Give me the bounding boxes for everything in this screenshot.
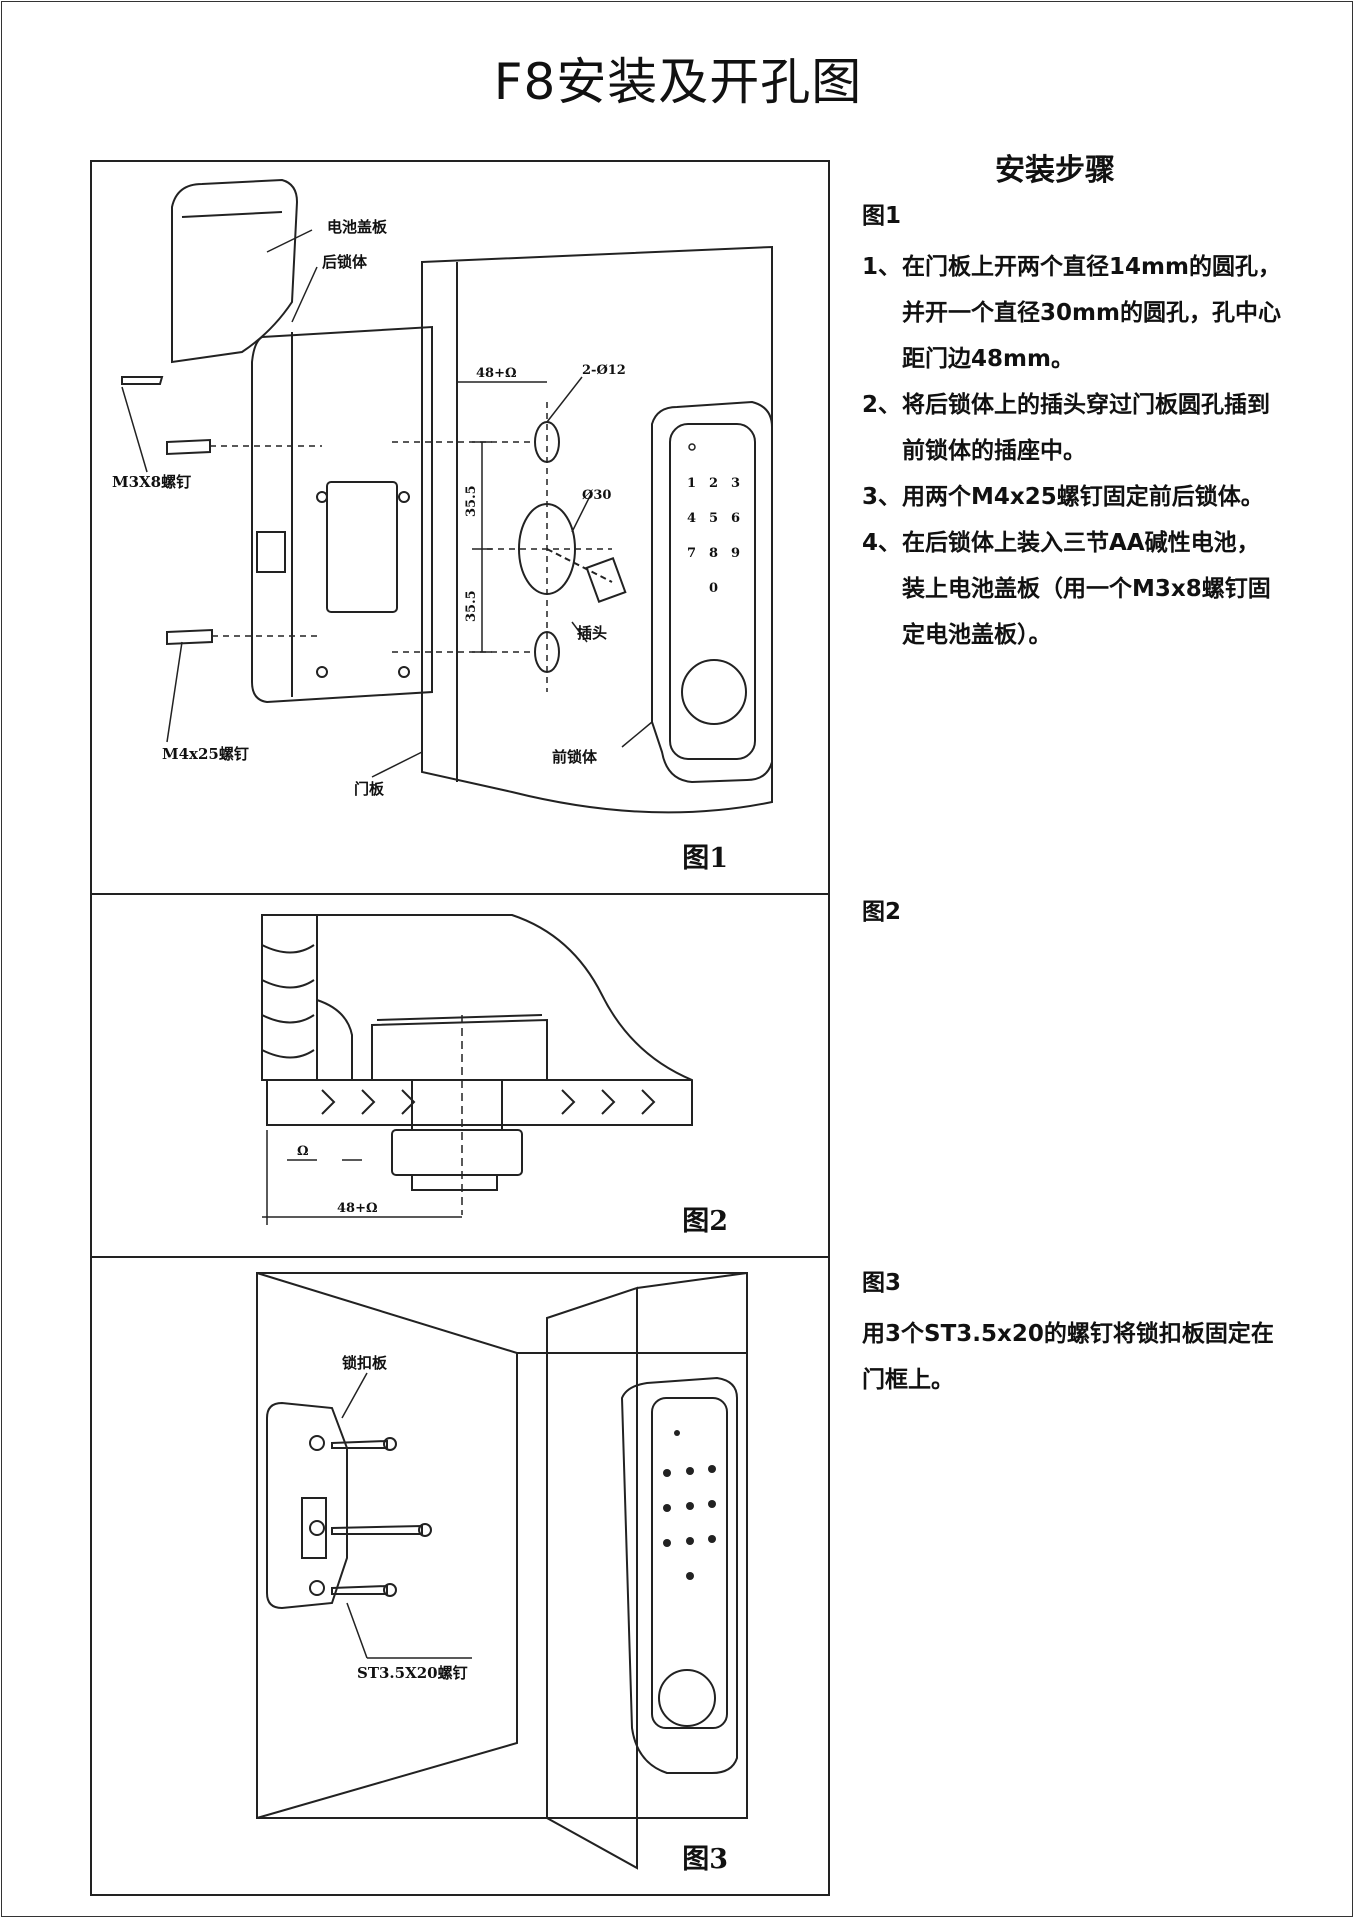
battery-cover-shape [171, 178, 299, 364]
rear-lock-shape [251, 325, 433, 704]
step-number: 4、 [862, 530, 902, 556]
figure-2-instructions: 图2 [862, 892, 1282, 940]
dim-30: Ø30 [582, 488, 611, 503]
step-text: 将后锁体上的插头穿过门板圆孔插到前锁体的插座中。 [902, 392, 1270, 464]
dim-omega: Ω [297, 1144, 309, 1159]
step-text: 用两个M4x25螺钉固定前后锁体。 [902, 484, 1264, 510]
front-lock-shape [651, 400, 773, 784]
keypad-key: 4 [687, 511, 696, 526]
figure-2-label: 图2 [862, 899, 902, 925]
dim-35-5-upper: 35.5 [464, 485, 479, 517]
figure-3-label: 图3 [862, 1270, 902, 1296]
figure-2-panel: Ω 48+Ω 图2 [90, 893, 830, 1258]
figure-3-keypad [663, 1430, 716, 1580]
step-item: 2、 将后锁体上的插头穿过门板圆孔插到前锁体的插座中。 [862, 382, 1282, 474]
steps-title: 安装步骤 [995, 153, 1115, 188]
step-number: 1、 [862, 254, 902, 280]
label-door-panel: 门板 [354, 780, 385, 798]
keypad-key: 2 [709, 476, 718, 491]
door-panel-shape [421, 245, 773, 814]
figure-1-keypad: 1 2 3 4 5 6 7 8 9 0 [687, 443, 740, 596]
figure-2-caption: 图2 [682, 1206, 728, 1237]
strike-plate-shape [266, 1401, 348, 1610]
step-item: 4、 在后锁体上装入三节AA碱性电池，装上电池盖板（用一个M3x8螺钉固定电池盖… [862, 520, 1282, 658]
step-item: 1、 在门板上开两个直径14mm的圆孔，并开一个直径30mm的圆孔，孔中心距门边… [862, 244, 1282, 382]
figure-1-panel: 1 2 3 4 5 6 7 8 9 0 电池盖板 后锁体 M3X8螺钉 M4x2… [90, 160, 830, 895]
keypad-key: 1 [687, 476, 696, 491]
label-screw-m3: M3X8螺钉 [112, 473, 191, 491]
label-front-lock: 前锁体 [552, 748, 598, 766]
figure-1-drawing: 1 2 3 4 5 6 7 8 9 0 电池盖板 后锁体 M3X8螺钉 M4x2… [112, 178, 773, 814]
keypad-key: 6 [731, 511, 740, 526]
keypad-key: 8 [709, 546, 718, 561]
figure-2-drawing: Ω 48+Ω [261, 914, 693, 1225]
label-screw-m4: M4x25螺钉 [162, 745, 249, 763]
figure-3-instructions: 图3 用3个ST3.5x20的螺钉将锁扣板固定在门框上。 [862, 1263, 1282, 1403]
figure-3-panel: 锁扣板 ST3.5X20螺钉 图3 [90, 1256, 830, 1896]
figure-3-text: 用3个ST3.5x20的螺钉将锁扣板固定在门框上。 [862, 1321, 1274, 1393]
figure-3-drawing: 锁扣板 ST3.5X20螺钉 [256, 1272, 748, 1870]
dim-2x12: 2-Ø12 [582, 363, 626, 378]
figure-1-caption: 图1 [682, 843, 728, 874]
dim-48: 48+Ω [337, 1201, 378, 1216]
step-number: 2、 [862, 392, 902, 418]
keypad-key: 0 [709, 581, 718, 596]
keypad-key: 5 [709, 511, 718, 526]
label-screw-st: ST3.5X20螺钉 [357, 1664, 468, 1682]
step-text: 在门板上开两个直径14mm的圆孔，并开一个直径30mm的圆孔，孔中心距门边48m… [902, 254, 1281, 372]
keypad-key: 3 [731, 476, 740, 491]
page-title: F8安装及开孔图 [493, 53, 863, 111]
dim-35-5-lower: 35.5 [464, 590, 479, 622]
label-battery-cover: 电池盖板 [327, 218, 388, 236]
keypad-key: 9 [731, 546, 740, 561]
step-number: 3、 [862, 484, 902, 510]
label-rear-lock: 后锁体 [322, 253, 368, 271]
label-plug: 插头 [577, 624, 607, 642]
step-item: 3、 用两个M4x25螺钉固定前后锁体。 [862, 474, 1282, 520]
dim-48: 48+Ω [476, 366, 517, 381]
figure-1-instructions: 图1 1、 在门板上开两个直径14mm的圆孔，并开一个直径30mm的圆孔，孔中心… [862, 196, 1282, 658]
label-strike-plate: 锁扣板 [342, 1354, 388, 1372]
figure-3-caption: 图3 [682, 1844, 728, 1875]
keypad-key: 7 [687, 546, 696, 561]
figure-1-label: 图1 [862, 203, 902, 229]
step-text: 在后锁体上装入三节AA碱性电池，装上电池盖板（用一个M3x8螺钉固定电池盖板）。 [902, 530, 1271, 648]
